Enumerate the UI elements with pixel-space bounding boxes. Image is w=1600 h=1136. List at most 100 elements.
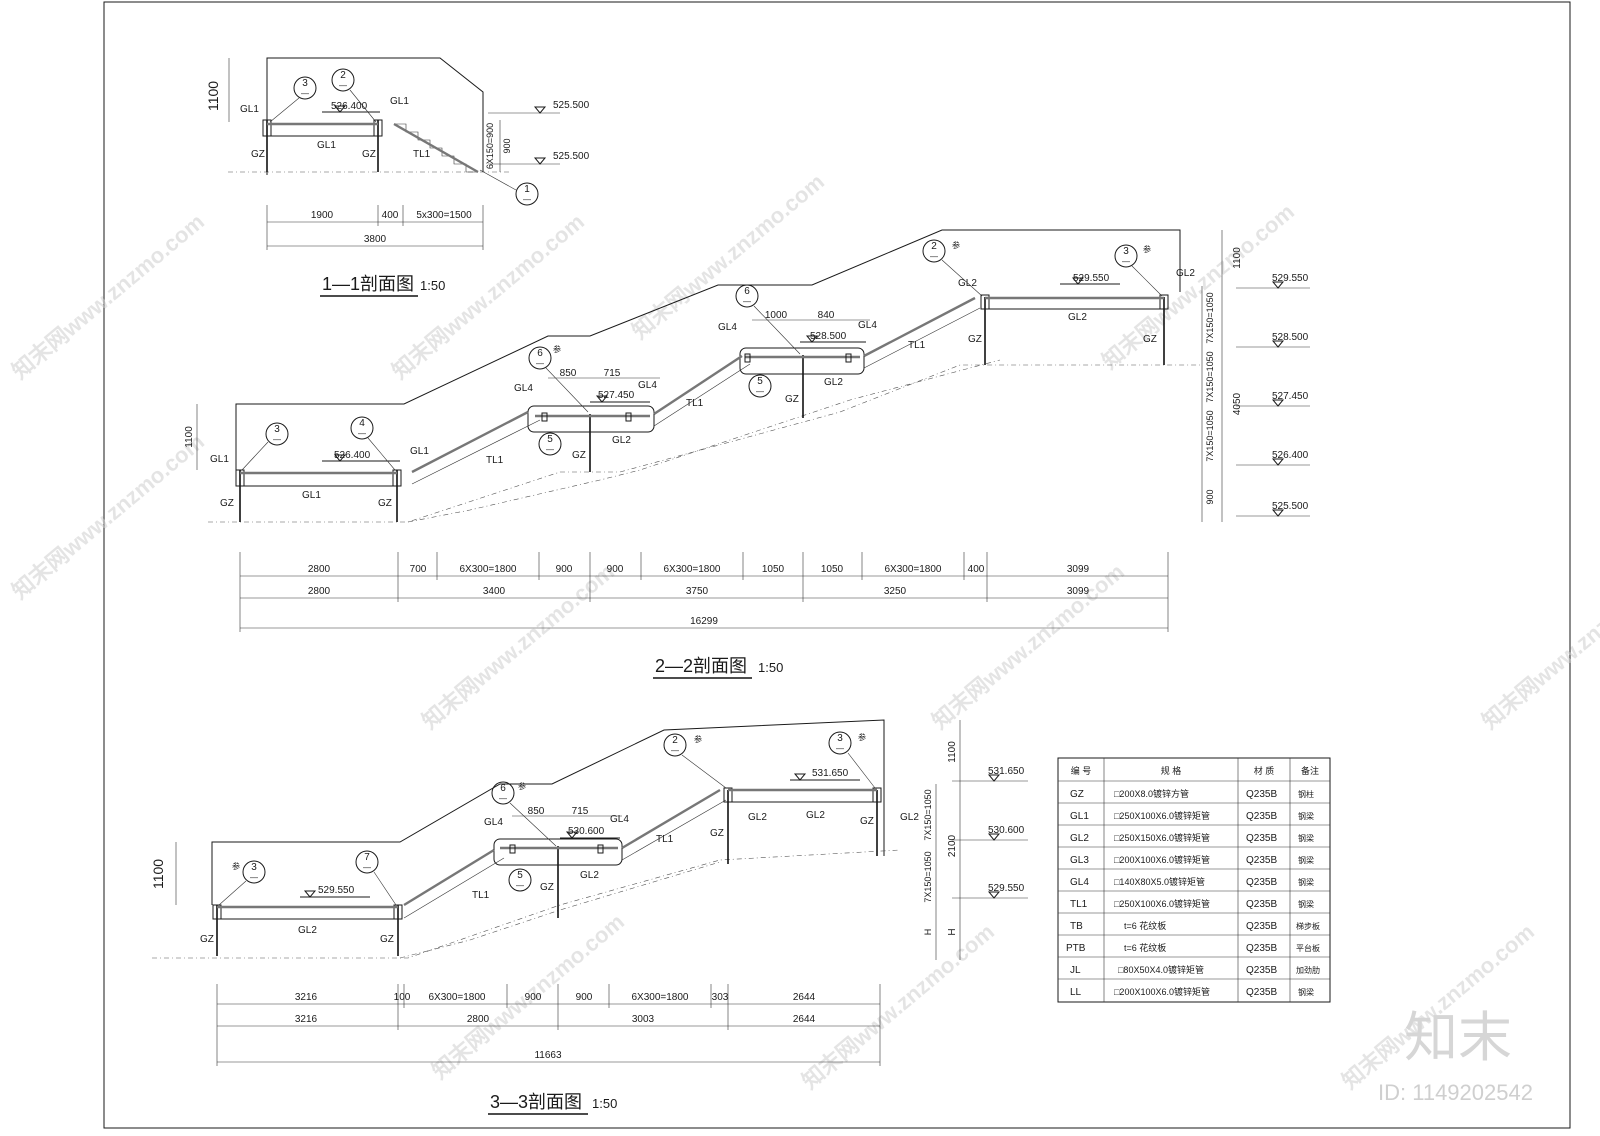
dim-value: 900 (607, 564, 624, 575)
rail-elevation: 528.500 (810, 331, 847, 342)
stringer-tl1 (863, 296, 976, 358)
callout-sub: — (363, 863, 371, 872)
table-header: 编 号 (1071, 765, 1092, 776)
dim-value: 3400 (483, 586, 506, 597)
table-frame (1057, 757, 1331, 1003)
table-row: GL1 □250X100X6.0镀锌矩管 Q235B 钢梁 (1070, 810, 1314, 822)
label-gl2: GL2 (824, 377, 843, 388)
table-cell: Q235B (1246, 899, 1277, 910)
elevation-bottom: 525.500 (553, 151, 590, 162)
dim-value: 715 (604, 368, 621, 379)
dim-total: 16299 (690, 616, 718, 627)
stringer-tl1-bottom (621, 799, 727, 861)
detail-callout (515, 182, 539, 206)
ground-line (208, 364, 1200, 523)
ground-slope (407, 359, 1001, 523)
table-cell: GZ (1070, 789, 1084, 800)
label-gl2: GL2 (1068, 312, 1087, 323)
label-gl2: GL2 (612, 435, 631, 446)
label-tl1: TL1 (908, 340, 926, 351)
dim-value: 3003 (632, 1014, 655, 1025)
elevation-value: 530.600 (988, 825, 1025, 836)
table-cell: □80X50X4.0镀锌矩管 (1118, 964, 1204, 975)
table-row: PTB t=6 花纹板 Q235B 平台板 (1066, 942, 1320, 954)
dim-value: 400 (968, 564, 985, 575)
railing-outline (266, 57, 484, 175)
dim-rail-height: 1100 (150, 859, 166, 889)
ref-mark: 参 (553, 344, 561, 354)
label-gl1: GL1 (317, 140, 336, 151)
dim-riser-total: 900 (502, 138, 512, 153)
dim-value: 100 (394, 992, 411, 1003)
stringer-tl1-bottom (863, 307, 981, 369)
dim-vert: H (923, 929, 933, 936)
table-row: TL1 □250X100X6.0镀锌矩管 Q235B 钢梁 (1070, 898, 1314, 910)
label-gz: GZ (968, 334, 982, 345)
label-gz: GZ (572, 450, 586, 461)
detail-callout (355, 850, 379, 874)
callout-number: 5 (757, 376, 763, 387)
callout-number: 3 (1123, 246, 1129, 257)
rail-elevation: 529.550 (1073, 273, 1110, 284)
table-cell: 钢梁 (1298, 987, 1314, 997)
table-cell: 梯步板 (1296, 921, 1320, 931)
dim-vert: 7X150=1050 (1205, 351, 1215, 402)
callout-sub: — (756, 387, 764, 396)
dim-value: 3099 (1067, 564, 1090, 575)
dim-vert-total: 2100 (947, 834, 958, 857)
label-gl4: GL4 (514, 383, 533, 394)
table-cell: □250X100X6.0镀锌矩管 (1114, 810, 1210, 821)
dim-value: 6X300=1800 (663, 564, 720, 575)
callout-number: 3 (837, 733, 843, 744)
callout-number: 7 (364, 852, 370, 863)
callout-leader (509, 802, 557, 847)
dim-value: 1050 (821, 564, 844, 575)
dim-value: 400 (382, 210, 399, 221)
dim-value: 3750 (686, 586, 709, 597)
rail-elevation: 529.550 (318, 885, 355, 896)
elevation-mark (533, 157, 547, 165)
dim-value: 2800 (308, 586, 331, 597)
watermark-id: ID: 1149202542 (1378, 1080, 1533, 1105)
table-cell: 钢梁 (1298, 811, 1314, 821)
label-gl2: GL2 (748, 812, 767, 823)
dim-vert: 7X150=1050 (923, 789, 933, 840)
table-cell: □200X8.0镀锌方管 (1114, 788, 1189, 799)
elevation-value: 529.550 (988, 883, 1025, 894)
callout-sub: — (273, 435, 281, 444)
label-gl1: GL1 (302, 490, 321, 501)
ground-slope (399, 861, 721, 959)
material-table: 编 号 规 格 材 质 备注 GZ □200X8.0镀锌方管 Q235B 钢柱 … (1057, 757, 1331, 1003)
callout-leader (373, 871, 397, 906)
table-cell: Q235B (1246, 811, 1277, 822)
label-tl1: TL1 (486, 455, 504, 466)
table-cell: TB (1070, 921, 1083, 932)
table-row: LL □200X100X6.0镀锌矩管 Q235B 钢梁 (1070, 986, 1314, 998)
landing-detail (527, 405, 655, 433)
label-gl4: GL4 (718, 322, 737, 333)
elevation-value: 527.450 (1272, 391, 1309, 402)
callout-number: 3 (251, 862, 257, 873)
detail-callout (748, 374, 772, 398)
sheet-border (103, 1, 1571, 1129)
dim-value: 1000 (765, 310, 788, 321)
section-1-1: GL1 GL1 GL1 GZ GZ TL1 526.400 525.500 52… (205, 57, 590, 297)
table-cell: Q235B (1246, 855, 1277, 866)
dim-value: 840 (818, 310, 835, 321)
watermark-text: 知末网www.znzmo.com (627, 169, 829, 344)
stringer-tl1 (403, 848, 495, 907)
label-tl1: TL1 (472, 890, 490, 901)
table-header: 备注 (1301, 765, 1319, 776)
table-cell: 钢梁 (1298, 899, 1314, 909)
watermark-logo: 知末 (1404, 1008, 1512, 1068)
elevation-value: 525.500 (1272, 501, 1309, 512)
gl4-section (509, 844, 516, 854)
section-scale: 1:50 (758, 660, 783, 675)
callout-leader (367, 437, 396, 471)
table-cell: TL1 (1070, 899, 1088, 910)
callout-leader (479, 169, 517, 191)
table-cell: □140X80X5.0镀锌矩管 (1114, 876, 1205, 887)
section-2-2: GL1 GL1 GL1 GZ GZ GZ GZ GZ GZ TL1 TL1 TL… (184, 229, 1310, 679)
callout-sub: — (339, 81, 347, 90)
callout-sub: — (499, 794, 507, 803)
